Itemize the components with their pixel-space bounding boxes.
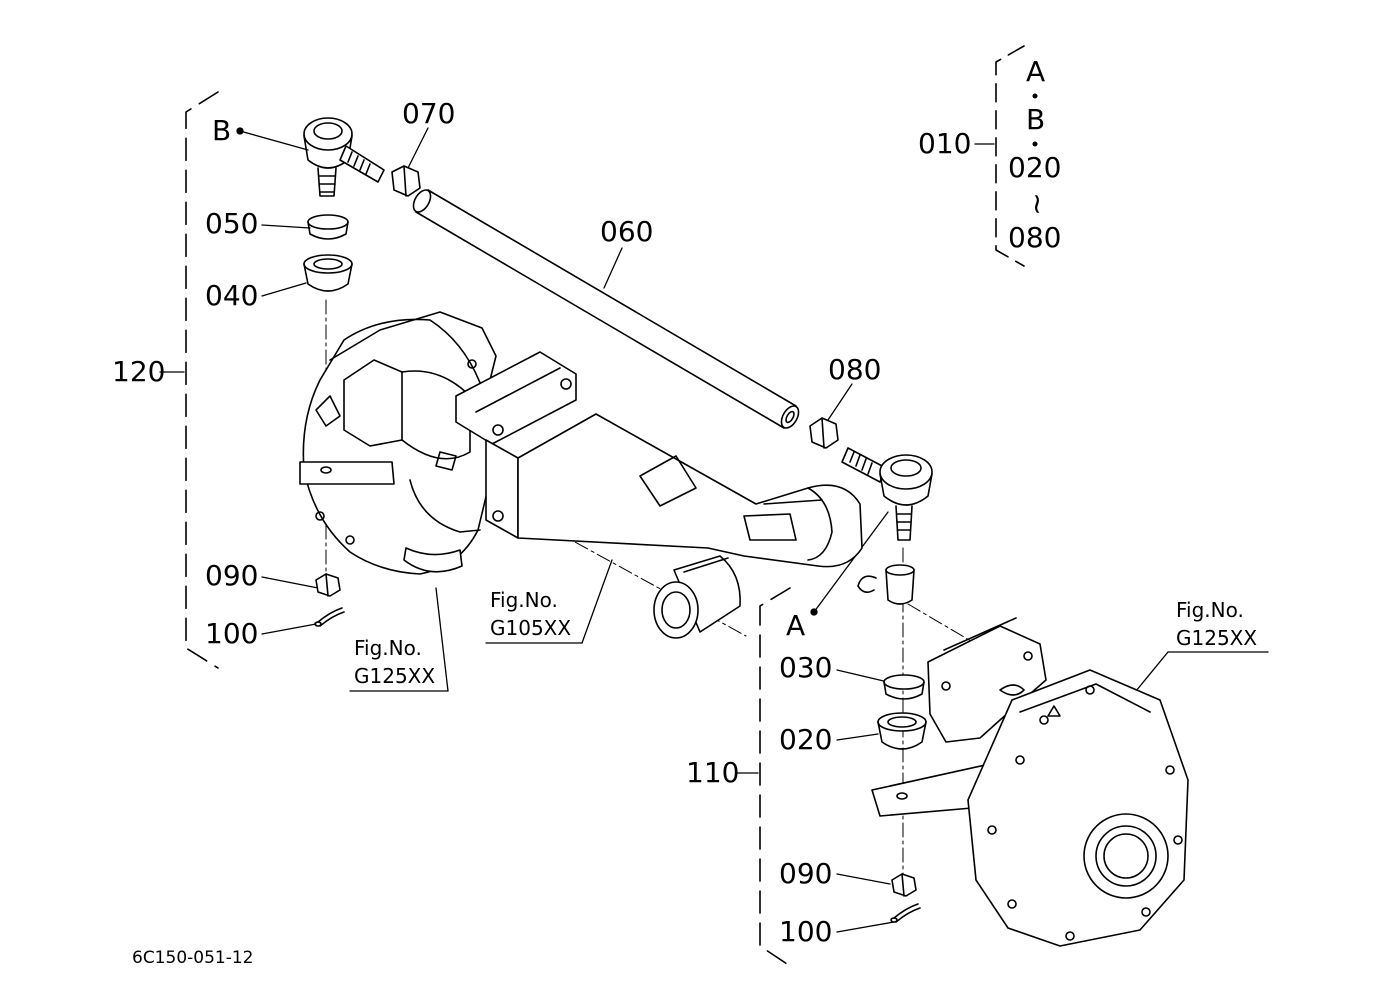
- callout-120: 120: [112, 355, 166, 388]
- boot-020: [878, 713, 926, 749]
- fig-ref-left-number: G125XX: [354, 664, 436, 688]
- ref-point-a: A: [786, 609, 806, 642]
- axle-shaft-stub: [654, 556, 740, 638]
- callout-020: 020: [779, 723, 833, 756]
- lock-nut-070: [392, 166, 420, 196]
- tie-rod-end-b: [304, 118, 384, 196]
- fig-ref-right-number: G125XX: [1176, 626, 1258, 650]
- callout-090-right: 090: [779, 857, 833, 890]
- callout-010: 010: [918, 127, 972, 160]
- tie-rod-060: [410, 187, 802, 431]
- dust-seal-050: [308, 215, 348, 239]
- center-axle-housing: [456, 352, 862, 567]
- boot-040: [304, 255, 352, 291]
- knuckle-pin: [858, 565, 914, 604]
- callout-070: 070: [402, 97, 456, 130]
- callout-080: 080: [828, 353, 882, 386]
- set-bracket-range-mark: ~: [1021, 192, 1055, 216]
- fig-ref-right-label: Fig.No.: [1176, 598, 1244, 622]
- lock-nut-080: [810, 418, 838, 448]
- left-axle-housing: [300, 312, 496, 574]
- callout-060: 060: [600, 215, 654, 248]
- castle-nut-090-right: [892, 874, 916, 896]
- callout-100-left: 100: [205, 617, 259, 650]
- bracket-010: [996, 46, 1024, 266]
- callout-110: 110: [686, 756, 740, 789]
- drawing-code: 6C150-051-12: [132, 948, 254, 968]
- bracket-110: [760, 588, 790, 966]
- cotter-pin-100-right: [891, 904, 920, 922]
- ref-point-b: B: [212, 114, 232, 147]
- set-bracket-line-020: 020: [1008, 151, 1062, 184]
- cotter-pin-100-left: [315, 608, 344, 626]
- callout-100-right: 100: [779, 915, 833, 948]
- callout-050: 050: [205, 207, 259, 240]
- tie-rod-end-a: [842, 448, 932, 540]
- callout-040: 040: [205, 279, 259, 312]
- callout-030: 030: [779, 651, 833, 684]
- set-bracket-line-a: A: [1026, 55, 1046, 88]
- bracket-120: [186, 92, 218, 668]
- dust-seal-030: [884, 675, 924, 699]
- set-bracket-line-080: 080: [1008, 221, 1062, 254]
- fig-ref-center-label: Fig.No.: [490, 588, 558, 612]
- castle-nut-090-left: [316, 574, 340, 596]
- fig-ref-left-label: Fig.No.: [354, 636, 422, 660]
- right-axle-housing: [968, 670, 1188, 946]
- callout-090-left: 090: [205, 559, 259, 592]
- set-bracket-line-b: B: [1026, 103, 1046, 136]
- fig-ref-center-number: G105XX: [490, 616, 572, 640]
- leader-lines: [160, 128, 1268, 932]
